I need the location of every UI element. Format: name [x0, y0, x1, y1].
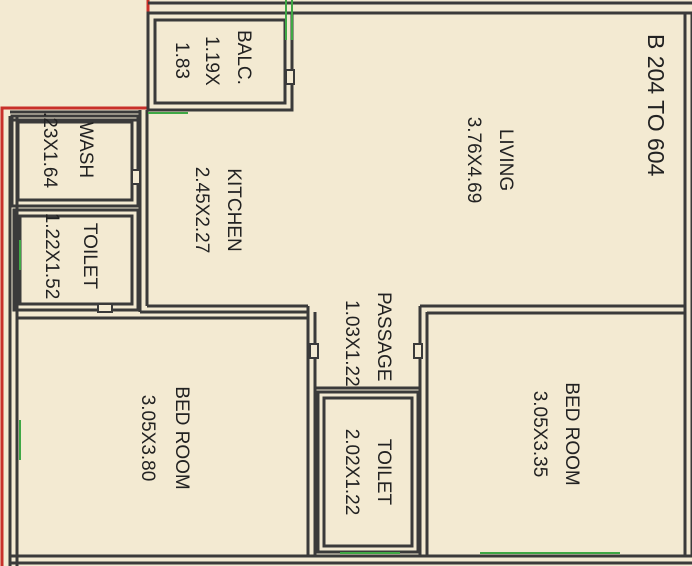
bed-right-name: BED ROOM	[561, 382, 582, 485]
wash-name: WASH	[75, 122, 96, 178]
bed-right-dim: 3.05X3.35	[529, 391, 550, 478]
passage-dim: 1.03X1.22	[341, 300, 362, 387]
kitchen-dim: 2.45X2.27	[191, 167, 212, 254]
bed-left-dim: 3.05X3.80	[137, 395, 158, 482]
window-marks	[19, 0, 620, 554]
balcony-dim1: 1.19X	[201, 36, 222, 86]
door-marks	[97, 69, 423, 359]
toilet-small-name: TOILET	[79, 223, 100, 290]
toilet-main-name: TOILET	[373, 439, 394, 506]
kitchen-name: KITCHEN	[223, 168, 244, 251]
living-name: LIVING	[495, 129, 516, 191]
walls	[8, 1, 692, 566]
balcony-name: BALC.	[233, 30, 254, 85]
wash-dim: .23X1.64	[39, 112, 60, 188]
living-dim: 3.76X4.69	[463, 117, 484, 204]
toilet-small-dim: 1.22X1.52	[41, 213, 62, 300]
toilet-main-dim: 2.02X1.22	[341, 429, 362, 516]
bed-left-name: BED ROOM	[171, 386, 192, 489]
plan-title: B 204 TO 604	[643, 34, 669, 177]
balcony-dim2: 1.83	[171, 42, 192, 79]
room-labels: B 204 TO 604 BALC. 1.19X 1.83 LIVING 3.7…	[39, 30, 669, 515]
boundary-line	[0, 0, 150, 566]
passage-name: PASSAGE	[373, 292, 394, 381]
